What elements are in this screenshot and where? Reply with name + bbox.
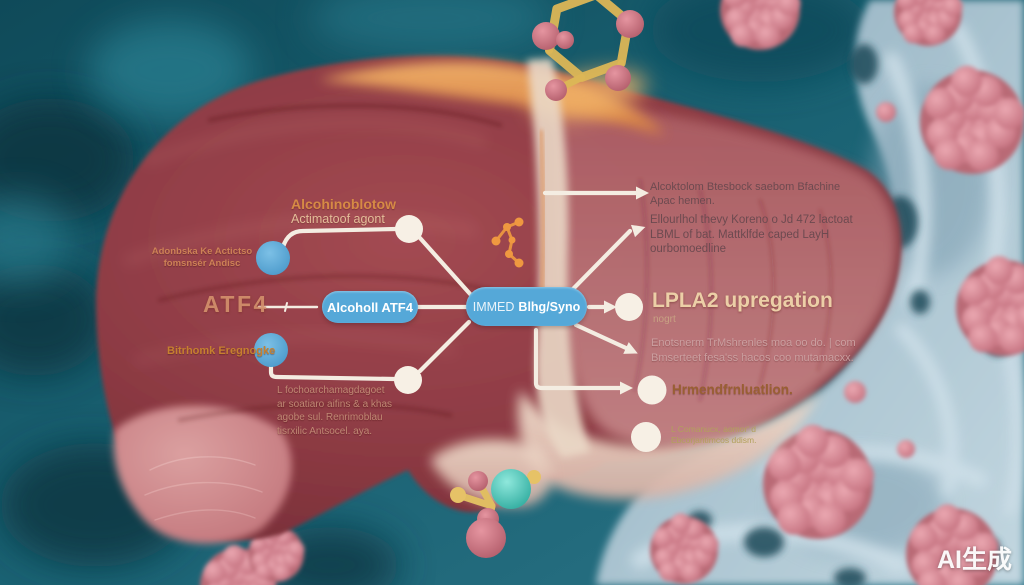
bottom-left-note-line1: L fochoarchamagdagoet — [277, 385, 385, 396]
node-blue-left-top — [256, 241, 290, 275]
bottom-left-note: L fochoarchamagdagoet ar soatiaro aifins… — [277, 384, 392, 438]
right-lower-note-line2: Bmserteet fesa'ss hacos coo mutamacxx. — [651, 352, 854, 364]
flowchart-lines — [257, 190, 639, 391]
top-label-title: Alcohinoblotow — [291, 196, 396, 212]
hrmend-label: Hrmendfrnluatlion. — [672, 382, 793, 397]
bottom-right-note-line1: L Comanucx, aomor' d — [671, 424, 756, 434]
molecule-top — [532, 0, 644, 101]
bottom-right-note-line2: Ebcorjantimcos ddism. — [671, 435, 757, 445]
right-top-note: Alcoktolom Btesbock saebom Bfachine Apac… — [650, 180, 840, 208]
node-blue-left-bottom — [254, 333, 288, 367]
lpla2-subtitle: nogrt — [653, 314, 676, 325]
right-lower-note-line1: Enotsnerm TrMshrenles moa oo do. | com — [651, 337, 856, 349]
right-mid-note-line1: Ellourlhol thevy Koreno o Jd 472 lactoat — [650, 214, 853, 226]
cell-clusters — [200, 0, 1024, 585]
right-mid-note: Ellourlhol thevy Koreno o Jd 472 lactoat… — [650, 213, 853, 257]
pill-alcohol-atf4: Alcoholl ATF4 — [322, 291, 418, 323]
flowchart-nodes — [254, 215, 667, 452]
pill-center-label-part2: Blhg/Syno — [518, 299, 581, 314]
bottom-right-note: L Comanucx, aomor' d Ebcorjantimcos ddis… — [671, 424, 757, 446]
right-top-note-line1: Alcoktolom Btesbock saebom Bfachine — [650, 181, 841, 193]
right-mid-note-line2: LBML of bat. Mattklfde caped LayH — [650, 228, 830, 241]
left-top-label: Adonbska Ke Actictso fomsnsér Andisc — [146, 246, 258, 270]
right-mid-note-line3: ourbomoedline — [650, 243, 727, 255]
molecule-bottom — [450, 469, 541, 558]
right-lower-note: Enotsnerm TrMshrenles moa oo do. | com B… — [651, 336, 856, 366]
left-bottom-label: Bitrhomk Eregnogke — [167, 345, 276, 357]
node-hrmend — [637, 375, 667, 405]
ai-generated-watermark: AI生成 — [936, 546, 1012, 574]
bottom-left-note-line2: ar soatiaro aifins & a khas — [277, 398, 393, 410]
pill-center-label-part1: IMMED — [472, 299, 515, 314]
flowchart-arrowheads — [604, 186, 649, 395]
pill-alcohol-atf4-label: Alcoholl ATF4 — [327, 299, 413, 315]
left-top-label-line2: fomsnsér Andisc — [163, 258, 241, 269]
node-bottom — [631, 422, 661, 452]
atf4-label: ATF4 — [203, 291, 269, 317]
right-top-note-line2: Apac hemen. — [650, 195, 715, 207]
spongy-tissue — [200, 0, 1024, 585]
lpla2-title: LPLA2 upregation — [652, 289, 833, 312]
node-lpla2 — [615, 293, 643, 321]
pill-center: IMMED Blhg/Syno — [466, 287, 587, 326]
bottom-left-note-line4: tisrxilic Antsocel. aya. — [277, 425, 373, 437]
node-white-top — [395, 215, 423, 243]
left-top-label-line1: Adonbska Ke Actictso — [151, 246, 253, 257]
bottom-left-note-line3: agobe sul. Renrimoblau — [277, 412, 383, 424]
top-label-subtitle: Actimatoof agont — [291, 212, 385, 226]
node-white-bottom — [394, 366, 422, 394]
